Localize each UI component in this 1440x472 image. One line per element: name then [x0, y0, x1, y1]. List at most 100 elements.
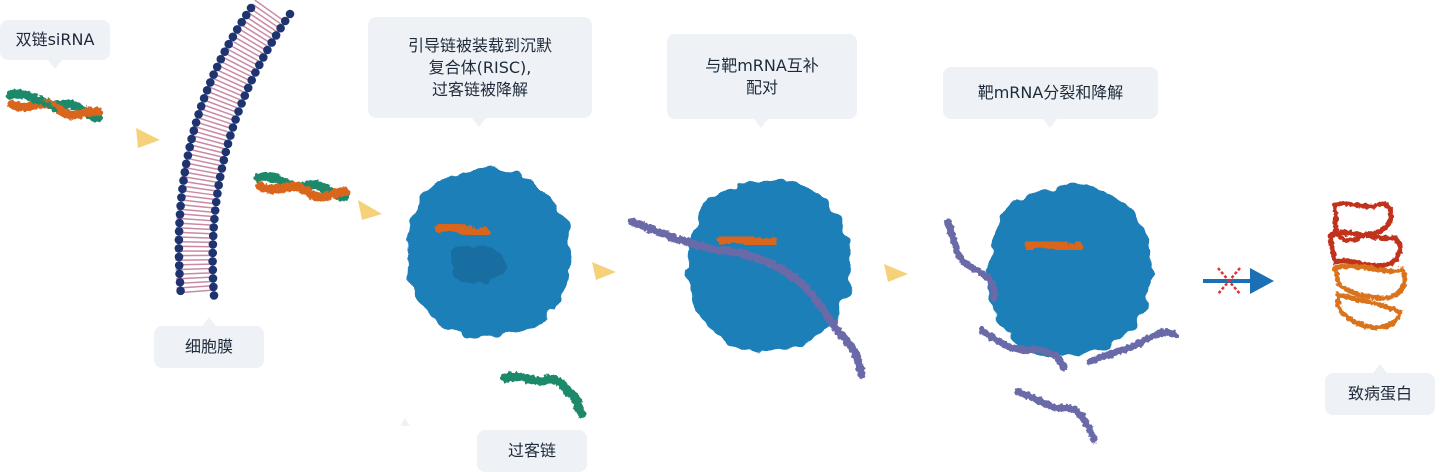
lipid-head: [221, 147, 231, 157]
lipid-head: [226, 131, 235, 140]
lipid-head: [215, 172, 225, 182]
lipid-head: [223, 139, 233, 149]
callout-tail: [754, 119, 768, 128]
lipid-head: [228, 123, 238, 132]
lipid-head: [178, 184, 187, 194]
lipid-head: [174, 244, 184, 253]
lipid-head: [242, 10, 251, 20]
lipid-head: [196, 102, 206, 111]
lipid-head: [174, 227, 184, 236]
lipid-head: [206, 78, 215, 87]
lipid-head: [246, 3, 256, 13]
lipid-head: [208, 257, 217, 266]
lipid-head: [243, 83, 253, 93]
lipid-head: [271, 31, 281, 40]
lipid-head: [191, 118, 201, 127]
lipid-head: [210, 214, 219, 224]
label-membrane-text: 细胞膜: [184, 337, 233, 356]
lipid-head: [251, 68, 260, 77]
lipid-head: [259, 53, 268, 62]
lipid-head: [208, 231, 218, 241]
lipid-head: [240, 91, 250, 100]
label-risc-loading: 引导链被装载到沉默 复合体(RISC), 过客链被降解: [368, 17, 592, 127]
lipid-head: [211, 197, 221, 207]
dsirna-molecule: [5, 89, 103, 123]
cell-membrane: [175, 0, 285, 297]
lipid-head: [174, 235, 184, 245]
label-pathogenic-protein-text: 致病蛋白: [1347, 384, 1412, 403]
label-passenger-text: 过客链: [507, 441, 556, 460]
lipid-head: [208, 265, 218, 275]
lipid-head: [176, 286, 185, 296]
label-cleavage-text: 靶mRNA分裂和降解: [977, 83, 1124, 102]
lipid-head: [217, 164, 227, 173]
lipid-head: [209, 282, 218, 292]
lipid-head: [208, 274, 218, 283]
lipid-head: [175, 278, 185, 287]
lipid-head: [175, 218, 184, 228]
passenger-strand: [500, 371, 587, 419]
lipid-head: [254, 60, 264, 70]
lipid-head: [216, 54, 226, 64]
lipid-head: [267, 38, 277, 47]
lipid-head: [231, 115, 240, 124]
label-pathogenic-protein: 致病蛋白: [1325, 364, 1435, 415]
callout-tail: [1043, 119, 1057, 128]
lipid-head: [180, 167, 190, 177]
lipid-head: [189, 126, 199, 135]
lipid-head: [208, 240, 218, 249]
lipid-head: [176, 201, 185, 211]
pathogenic-protein: [1327, 201, 1407, 330]
lipid-head: [181, 159, 191, 169]
lipid-head: [214, 180, 223, 190]
lipid-head: [237, 99, 246, 108]
risc-mrna-pairing: [628, 179, 866, 379]
lipid-head: [183, 151, 193, 160]
lipid-head: [210, 206, 220, 215]
lipid-head: [194, 110, 203, 119]
lipid-head: [234, 107, 243, 116]
lipid-head: [237, 17, 246, 27]
risc-mrna-cleavage: [944, 184, 1179, 444]
lipid-head: [187, 134, 196, 144]
lipid-head: [175, 210, 185, 219]
lipid-head: [174, 252, 184, 262]
label-membrane: 细胞膜: [154, 317, 264, 368]
label-target-pairing-text: 与靶mRNA互补 配对: [705, 55, 819, 97]
label-target-pairing: 与靶mRNA互补 配对: [667, 34, 857, 128]
dsirna-molecule-inside: [253, 171, 351, 202]
lipid-head: [228, 32, 238, 42]
lipid-head: [280, 16, 290, 26]
label-cleavage: 靶mRNA分裂和降解: [943, 67, 1158, 128]
lipid-head: [247, 75, 256, 85]
risc-complex: [405, 168, 573, 337]
callout-tail: [202, 317, 216, 326]
lipid-head: [220, 47, 229, 56]
lipid-head: [276, 23, 285, 33]
lipid-head: [285, 9, 295, 19]
label-passenger: 过客链: [477, 430, 587, 472]
lipid-head: [179, 176, 188, 185]
label-dsirna: 双链siRNA: [0, 20, 110, 69]
lipid-head: [209, 291, 219, 300]
lipid-head: [185, 142, 194, 152]
lipid-head: [175, 269, 184, 279]
lipid-head: [213, 189, 222, 198]
passenger-marker: [400, 418, 410, 426]
lipid-head: [199, 94, 209, 103]
lipid-head: [208, 248, 217, 258]
lipid-head: [177, 193, 186, 202]
lipid-head: [202, 86, 212, 95]
lipid-head: [219, 155, 229, 165]
label-dsirna-text: 双链siRNA: [15, 30, 95, 49]
inhibition-cross-icon: [1203, 267, 1274, 295]
callout-tail: [472, 118, 486, 127]
step-arrow-icon: [136, 128, 908, 282]
lipid-head: [224, 39, 233, 49]
lipid-head: [232, 25, 242, 34]
label-risc-loading-text: 引导链被装载到沉默 复合体(RISC), 过客链被降解: [407, 35, 552, 99]
callout-tail: [1373, 364, 1387, 373]
callout-tail: [48, 60, 62, 69]
